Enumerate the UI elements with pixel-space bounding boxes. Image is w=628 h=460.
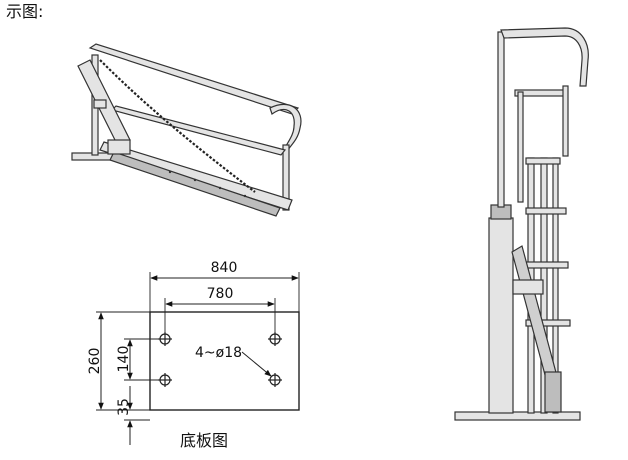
folded-ladder-stringer-shadow xyxy=(109,151,281,217)
upright-ladder-step-2 xyxy=(525,207,567,215)
hole-callout-label: 4~ø18 xyxy=(195,345,242,361)
folded-ladder-top-rail xyxy=(88,43,300,115)
upright-ladder-illustration xyxy=(454,27,589,421)
upright-ladder-step-1 xyxy=(525,157,561,165)
folded-ladder-stringer-holes xyxy=(168,170,247,198)
baseplate-hole-bottom-right xyxy=(268,373,282,387)
hole-callout-leader xyxy=(241,351,272,377)
baseplate-outline xyxy=(149,311,300,411)
upright-ladder-handrail-arch xyxy=(500,27,589,87)
dimension-hole-spacing-width: 780 xyxy=(207,286,234,302)
baseplate-caption: 底板图 xyxy=(180,431,229,450)
baseplate-hole-top-left xyxy=(158,332,172,346)
dimension-overall-height: 260 xyxy=(87,348,103,375)
upright-ladder-hinge-block xyxy=(512,279,544,295)
folded-ladder-inner-rail xyxy=(110,105,287,156)
upright-ladder-right-post xyxy=(562,85,569,157)
upright-ladder-step-4 xyxy=(525,319,571,327)
upright-ladder-upper-post xyxy=(497,31,505,208)
dimension-overall-width: 840 xyxy=(211,260,238,276)
upright-ladder-step-3 xyxy=(525,261,569,269)
baseplate-drawing: 4~ø18 840 780 260 140 35 xyxy=(87,260,300,445)
baseplate-hole-top-right xyxy=(268,332,282,346)
upright-ladder-base-plate xyxy=(454,411,581,421)
baseplate-hole-bottom-left xyxy=(158,373,172,387)
folded-ladder-illustration xyxy=(71,43,302,217)
upright-ladder-inner-post xyxy=(517,91,524,203)
folded-ladder-bracket xyxy=(93,99,107,109)
dimension-edge-offset: 35 xyxy=(116,398,132,416)
folded-ladder-end-post xyxy=(282,144,290,211)
upright-ladder-main-column xyxy=(488,217,514,414)
title-caption: 示图: xyxy=(6,2,44,21)
upright-ladder-lower-bracket xyxy=(544,371,562,413)
folded-ladder-chain xyxy=(99,59,256,193)
dimension-hole-spacing-height: 140 xyxy=(116,346,132,373)
folded-ladder-hinge-block xyxy=(107,139,131,155)
